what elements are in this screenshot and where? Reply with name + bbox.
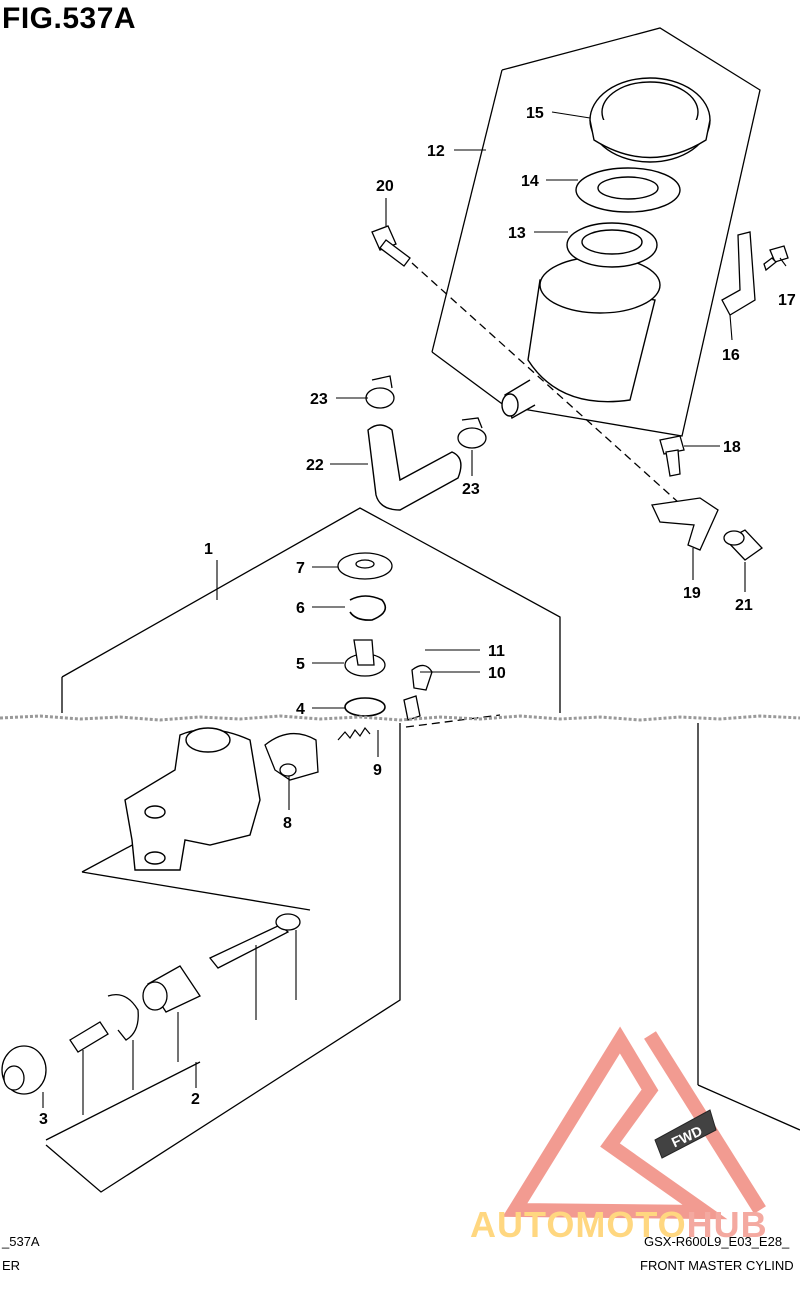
master-cylinder-frame — [61, 507, 561, 713]
callout-19: 19 — [683, 585, 701, 602]
spring-9 — [337, 726, 371, 741]
watermark-text: AUTOMOTOHUB — [470, 1204, 768, 1245]
cap-11 — [411, 664, 433, 691]
callout-18: 18 — [723, 439, 741, 456]
connector-5 — [344, 639, 386, 677]
bolt-18 — [659, 435, 685, 477]
reservoir-cap — [589, 77, 711, 163]
callout-10: 10 — [488, 665, 506, 682]
footer-right-code: GSX-R600L9_E03_E28_ — [644, 1234, 790, 1249]
figure-title: FIG.537A — [2, 2, 137, 35]
callout-17: 17 — [778, 292, 796, 309]
callout-4: 4 — [296, 701, 305, 718]
callout-3: 3 — [39, 1111, 48, 1128]
callout-16: 16 — [722, 347, 740, 364]
callout-23-upper: 23 — [310, 391, 328, 408]
callout-1: 1 — [204, 541, 213, 558]
callout-9: 9 — [373, 762, 382, 779]
footer-right-name: FRONT MASTER CYLIND — [640, 1258, 794, 1273]
callout-8: 8 — [283, 815, 292, 832]
callout-12: 12 — [427, 143, 445, 160]
piston-set-2 — [1, 913, 301, 1095]
footer-left-code: _537A — [2, 1234, 40, 1249]
callout-23-lower: 23 — [462, 481, 480, 498]
clamp-23a — [365, 375, 395, 409]
callout-5: 5 — [296, 656, 305, 673]
master-cylinder-body — [124, 727, 261, 871]
bleeder-10 — [403, 695, 421, 721]
reservoir-frame — [431, 27, 761, 437]
bolt-20 — [371, 225, 411, 267]
holder-8 — [264, 733, 319, 781]
callout-6: 6 — [296, 600, 305, 617]
bolt-17 — [763, 245, 789, 272]
washer-7 — [337, 552, 393, 580]
hose-22 — [367, 424, 462, 511]
callout-11: 11 — [488, 643, 505, 660]
clamp-23b — [457, 417, 487, 449]
reservoir-body — [501, 222, 661, 420]
fwd-label: FWD — [669, 1122, 705, 1150]
watermark-logo: FWD — [502, 1026, 766, 1220]
reservoir-packing — [575, 167, 681, 213]
callout-2: 2 — [191, 1091, 200, 1108]
callout-22: 22 — [306, 457, 324, 474]
callout-14: 14 — [521, 173, 539, 190]
piston-frame — [81, 871, 311, 911]
bracket-16 — [721, 231, 756, 316]
callout-21: 21 — [735, 597, 753, 614]
page-break — [0, 714, 800, 722]
callout-20: 20 — [376, 178, 394, 195]
circlip-6 — [349, 595, 387, 621]
callout-13: 13 — [508, 225, 526, 242]
footer-left-name: ER — [2, 1258, 21, 1273]
callout-7: 7 — [296, 560, 305, 577]
bracket-19 — [651, 497, 719, 551]
callout-15: 15 — [526, 105, 544, 122]
collar-21 — [723, 529, 763, 561]
